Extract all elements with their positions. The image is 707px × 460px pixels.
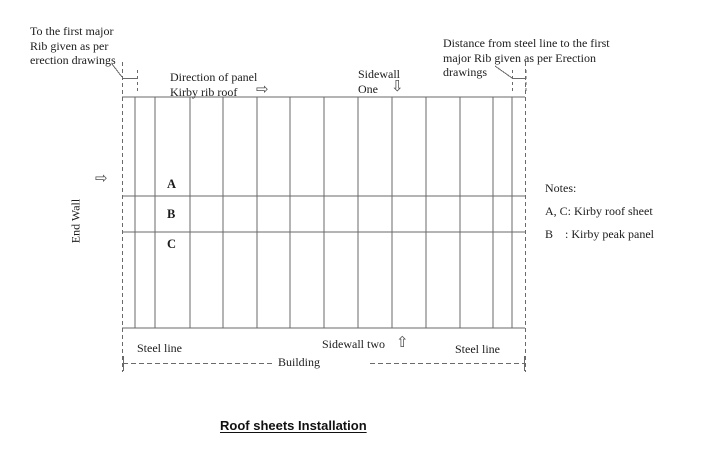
sidewall-one-down-arrow-icon: ⇩ bbox=[391, 77, 404, 95]
annotation-line: Rib given as per bbox=[30, 38, 109, 53]
rib-lines bbox=[134, 97, 513, 328]
panel-direction-annotation: Direction of panel Kirby rib roof bbox=[170, 70, 257, 99]
steel-line-left-label: Steel line bbox=[137, 341, 182, 355]
annotation-line: One bbox=[358, 81, 378, 96]
panel-direction-right-arrow-icon: ⇨ bbox=[256, 80, 269, 98]
annotation-line: Kirby rib roof bbox=[170, 84, 238, 99]
diagram-title: Roof sheets Installation bbox=[220, 418, 367, 433]
leader-line-right bbox=[494, 65, 513, 79]
building-label: Building bbox=[278, 355, 321, 369]
annotation-line: Direction of panel bbox=[170, 70, 258, 84]
notes-block: Notes: A, C: Kirby roof sheet B : Kirby … bbox=[545, 177, 654, 246]
notes-line: A, C: Kirby roof sheet bbox=[545, 204, 653, 218]
annotation-line: To the first major bbox=[30, 24, 114, 38]
sheet-joint-lines bbox=[122, 195, 525, 233]
annotation-line: major Rib given as per Erection bbox=[443, 50, 596, 65]
end-wall-right-arrow-icon: ⇨ bbox=[95, 169, 108, 187]
panel-label-b: B bbox=[167, 207, 176, 221]
top-right-annotation: Distance from steel line to the first ma… bbox=[443, 36, 610, 80]
annotation-line: Distance from steel line to the first bbox=[443, 36, 610, 50]
annotation-line: Sidewall bbox=[358, 67, 400, 81]
building-dimension-end-ticks bbox=[123, 356, 525, 371]
annotation-line: erection drawings bbox=[30, 53, 116, 67]
top-left-annotation: To the first major Rib given as per erec… bbox=[30, 24, 116, 68]
notes-line: B : Kirby peak panel bbox=[545, 227, 654, 241]
annotation-line: drawings bbox=[443, 65, 487, 79]
sidewall-two-label: Sidewall two bbox=[322, 337, 385, 351]
steel-line-right-label: Steel line bbox=[455, 342, 500, 356]
leader-line-left bbox=[111, 63, 123, 78]
notes-heading: Notes: bbox=[545, 181, 577, 195]
panel-label-c: C bbox=[167, 237, 177, 251]
sidewall-two-up-arrow-icon: ⇧ bbox=[396, 333, 409, 351]
panel-label-a: A bbox=[167, 177, 177, 191]
end-wall-label: End Wall bbox=[68, 198, 83, 244]
dimension-marker-right-ticks bbox=[512, 70, 527, 92]
sidewall-one-annotation: Sidewall One bbox=[358, 67, 400, 96]
